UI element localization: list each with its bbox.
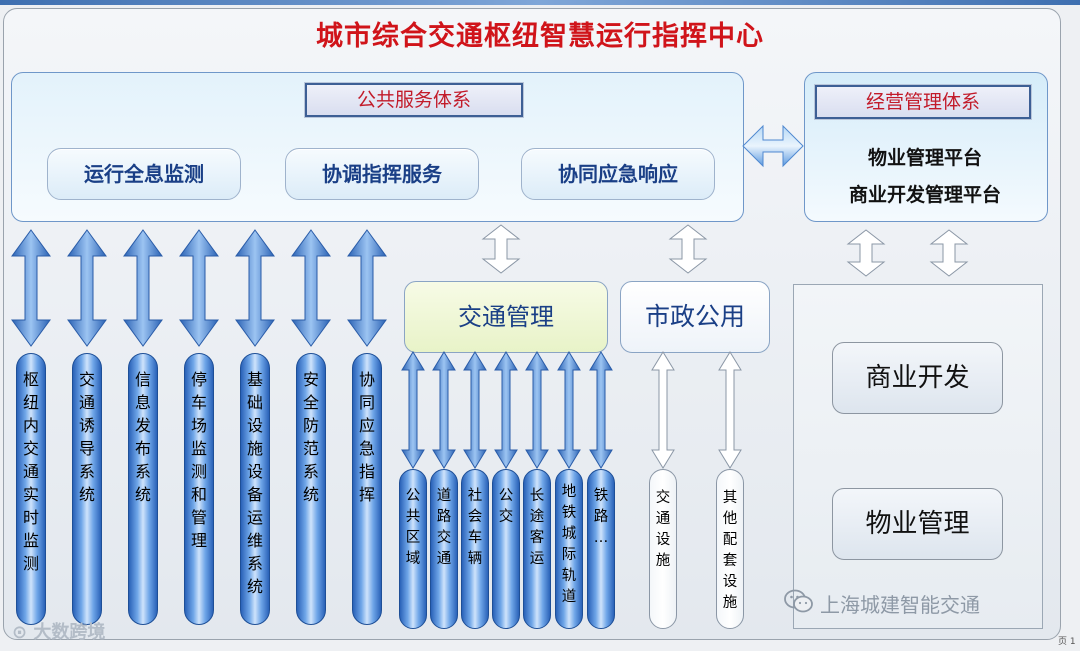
double-arrow-system xyxy=(235,229,275,347)
municipal-box: 市政公用 xyxy=(620,281,770,353)
watermark-right: 上海城建智能交通 xyxy=(820,593,980,617)
system-pill-hub-monitoring: 枢纽内交通实时监测 xyxy=(16,353,46,625)
ps-pill-monitoring: 运行全息监测 xyxy=(47,148,241,200)
double-arrow-business-link xyxy=(929,229,969,277)
double-arrow-panels-horizontal xyxy=(742,124,804,168)
municipal-item-other-facilities: 其他配套设施 xyxy=(716,469,744,629)
double-arrow-traffic-item xyxy=(525,351,549,469)
double-arrow-traffic-item xyxy=(494,351,518,469)
ps-pill-coordination: 协调指挥服务 xyxy=(285,148,479,200)
watermark-logo-icon: ⊙ xyxy=(12,622,34,643)
traffic-item-label: 道路交通 xyxy=(436,488,452,567)
traffic-item-label: 公交 xyxy=(498,488,514,525)
property-platform-label: 物业管理平台 xyxy=(867,147,982,169)
traffic-item-label: 公共区域 xyxy=(405,488,421,567)
watermark-left-text: 大数跨境 xyxy=(33,622,106,643)
commercial-dev-box: 商业开发 xyxy=(832,342,1003,414)
double-arrow-system xyxy=(67,229,107,347)
top-accent-line xyxy=(0,0,1080,5)
property-mgmt-box: 物业管理 xyxy=(832,488,1003,560)
double-arrow-traffic-item xyxy=(401,351,425,469)
traffic-item-public-area: 公共区域 xyxy=(399,469,427,629)
double-arrow-panel-link xyxy=(668,224,708,274)
wechat-icon xyxy=(784,589,813,613)
double-arrow-traffic-item xyxy=(463,351,487,469)
ps-pill-emergency: 协同应急响应 xyxy=(521,148,715,200)
double-arrow-business-link xyxy=(846,229,886,277)
traffic-item-label: 地铁城际轨道 xyxy=(561,484,577,605)
double-arrow-system xyxy=(179,229,219,347)
double-arrow-panel-link xyxy=(481,224,521,274)
traffic-management-box: 交通管理 xyxy=(404,281,608,353)
traffic-item-coach: 长途客运 xyxy=(523,469,551,629)
system-label: 交通诱导系统 xyxy=(78,370,95,504)
double-arrow-system xyxy=(11,229,51,347)
system-label: 协同应急指挥 xyxy=(358,370,375,504)
system-pill-security: 安全防范系统 xyxy=(296,353,326,625)
double-arrow-municipal-item xyxy=(651,351,675,469)
page-label: 页 1 xyxy=(1058,637,1076,647)
system-pill-parking: 停车场监测和管理 xyxy=(184,353,214,625)
system-pill-guidance: 交通诱导系统 xyxy=(72,353,102,625)
traffic-item-railway: 铁路… xyxy=(587,469,615,629)
system-label: 信息发布系统 xyxy=(134,370,151,504)
traffic-item-metro-intercity: 地铁城际轨道 xyxy=(555,469,583,629)
system-pill-info-release: 信息发布系统 xyxy=(128,353,158,625)
business-operations-area xyxy=(793,284,1043,629)
watermark-left: ⊙ 大数跨境 xyxy=(12,618,105,644)
double-arrow-system xyxy=(291,229,331,347)
double-arrow-traffic-item xyxy=(589,351,613,469)
system-label: 停车场监测和管理 xyxy=(190,370,207,550)
diagram-title: 城市综合交通枢纽智慧运行指挥中心 xyxy=(316,21,764,52)
system-pill-emergency-command: 协同应急指挥 xyxy=(352,353,382,625)
municipal-item-traffic-facilities: 交通设施 xyxy=(649,469,677,629)
traffic-item-social-vehicles: 社会车辆 xyxy=(461,469,489,629)
system-label: 枢纽内交通实时监测 xyxy=(22,370,39,573)
traffic-item-label: 长途客运 xyxy=(529,488,545,567)
commercial-platform-label: 商业开发管理平台 xyxy=(848,184,1001,206)
double-arrow-system xyxy=(347,229,387,347)
public-service-tab: 公共服务体系 xyxy=(304,82,524,118)
system-label: 安全防范系统 xyxy=(302,370,319,504)
double-arrow-municipal-item xyxy=(718,351,742,469)
double-arrow-traffic-item xyxy=(432,351,456,469)
traffic-item-label: 社会车辆 xyxy=(467,488,483,567)
municipal-item-label: 交通设施 xyxy=(655,490,671,569)
system-pill-infrastructure: 基础设施设备运维系统 xyxy=(240,353,270,625)
traffic-item-bus: 公交 xyxy=(492,469,520,629)
double-arrow-traffic-item xyxy=(557,351,581,469)
system-label: 基础设施设备运维系统 xyxy=(246,370,263,596)
traffic-item-label: 铁路… xyxy=(593,488,609,546)
business-tab: 经营管理体系 xyxy=(814,84,1032,120)
traffic-item-road: 道路交通 xyxy=(430,469,458,629)
municipal-item-label: 其他配套设施 xyxy=(722,490,738,611)
double-arrow-system xyxy=(123,229,163,347)
